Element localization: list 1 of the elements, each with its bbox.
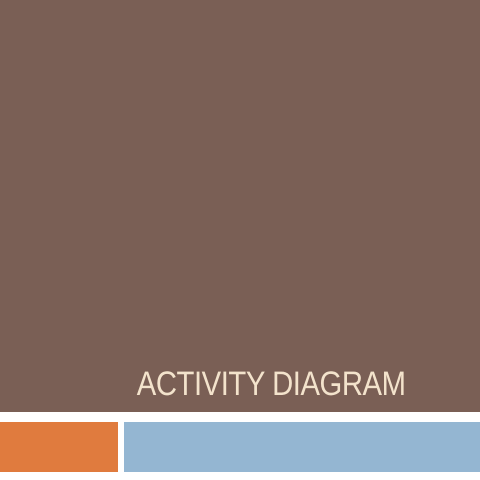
slide-title: ACTIVITY DIAGRAM bbox=[137, 365, 406, 404]
